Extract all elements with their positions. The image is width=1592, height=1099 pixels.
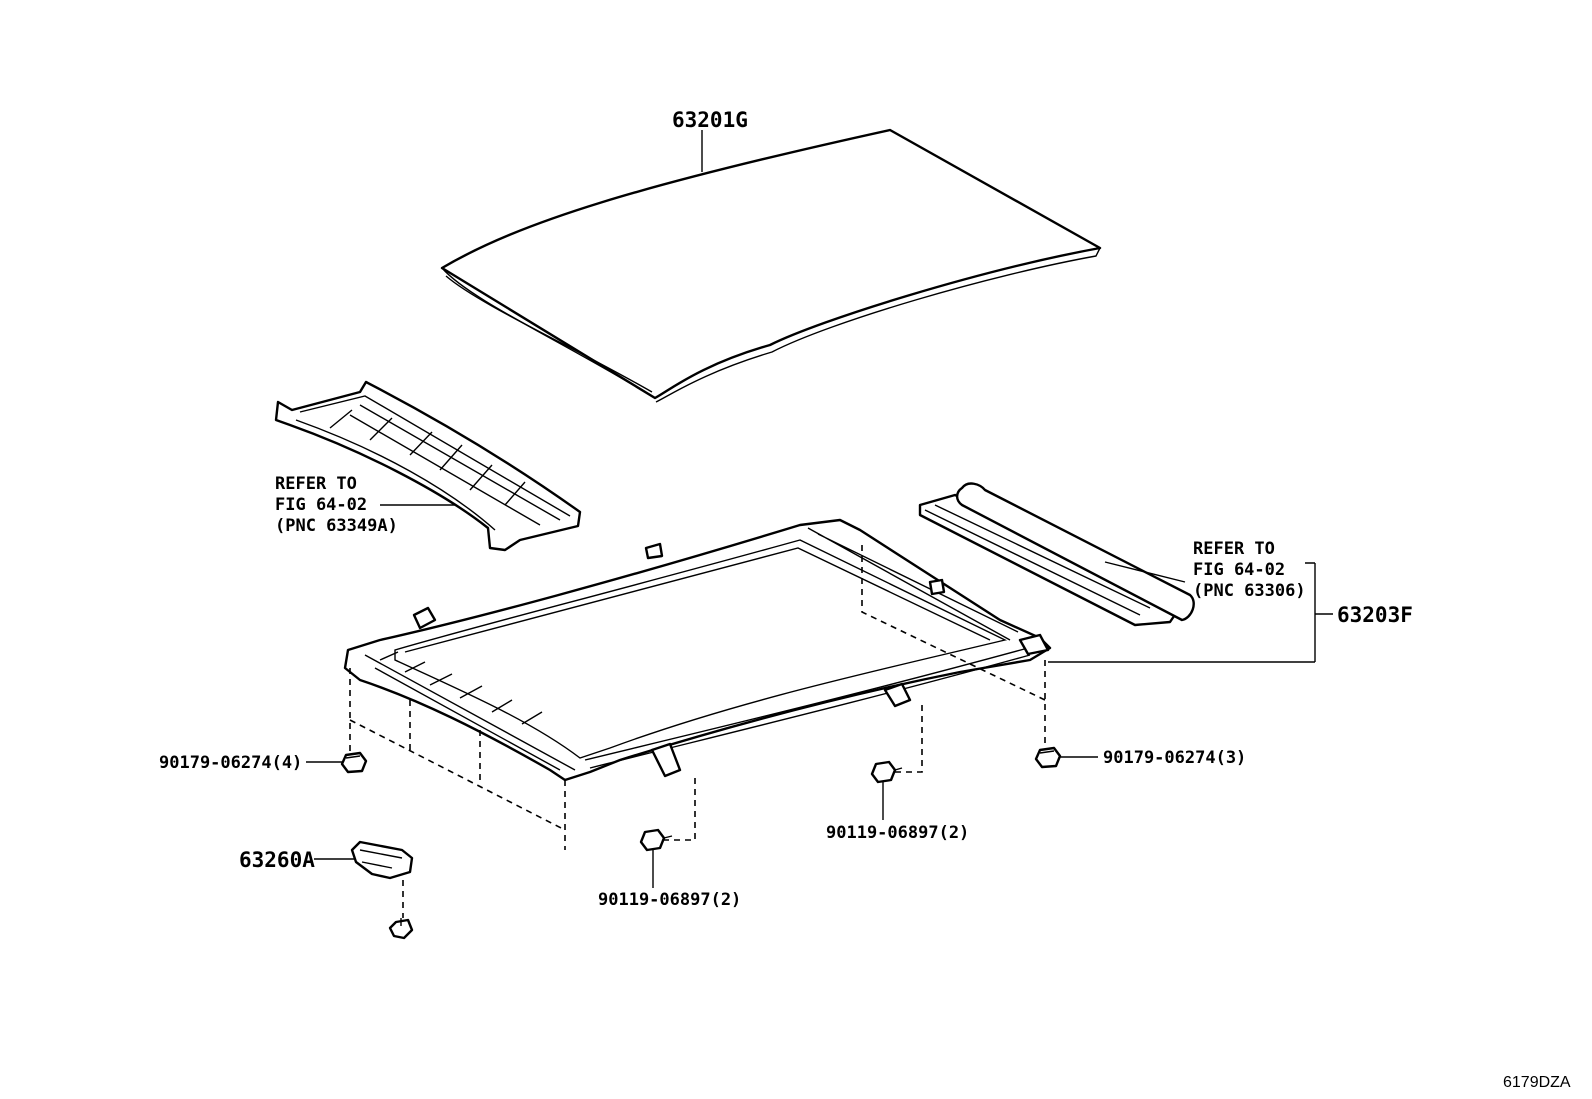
bolt-center bbox=[639, 828, 673, 852]
leader-refer-rear bbox=[1104, 561, 1186, 583]
label-nut-left: 90179-06274(4) bbox=[159, 753, 302, 773]
label-bolt-right: 90119-06897(2) bbox=[826, 823, 969, 843]
refer-front-line3: (PNC 63349A) bbox=[275, 516, 398, 536]
fastener-guides bbox=[349, 545, 1046, 918]
bolt-right bbox=[870, 760, 903, 784]
nut-left bbox=[340, 751, 368, 774]
label-roof-panel: 63201G bbox=[672, 108, 748, 132]
sunroof-housing bbox=[343, 518, 1052, 782]
refer-front-line1: REFER TO bbox=[275, 474, 357, 494]
refer-rear-line3: (PNC 63306) bbox=[1193, 581, 1306, 601]
refer-front-line2: FIG 64-02 bbox=[275, 495, 367, 515]
label-sunroof-housing: 63203F bbox=[1337, 603, 1413, 627]
label-nut-right: 90179-06274(3) bbox=[1103, 748, 1246, 768]
sunshade-roller bbox=[918, 482, 1195, 627]
refer-rear-line2: FIG 64-02 bbox=[1193, 560, 1285, 580]
roof-panel bbox=[440, 128, 1102, 403]
figure-code: 6179DZA bbox=[1503, 1074, 1571, 1091]
front-header-reinforcement bbox=[274, 380, 582, 552]
label-bolt-center: 90119-06897(2) bbox=[598, 890, 741, 910]
label-drain-hose-clip: 63260A bbox=[239, 848, 315, 872]
leader-sunroof-housing bbox=[1048, 562, 1333, 663]
nut-right bbox=[1034, 746, 1062, 769]
refer-rear-line1: REFER TO bbox=[1193, 539, 1275, 559]
drain-hose-clip bbox=[350, 840, 414, 940]
